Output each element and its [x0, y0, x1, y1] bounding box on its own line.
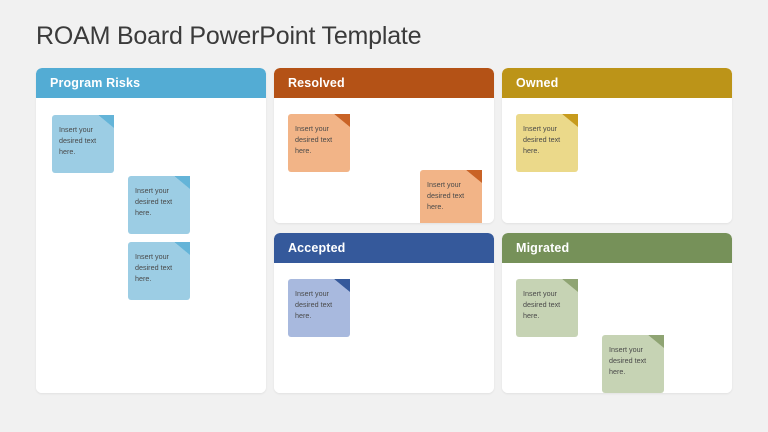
- sticky-note-text: Insert your desired text here.: [523, 124, 561, 155]
- sticky-note-surface: [128, 176, 190, 234]
- panel-resolved[interactable]: Resolved Insert your desired text here.I…: [274, 68, 494, 223]
- sticky-note-surface: [288, 114, 350, 172]
- panel-body-owned[interactable]: Insert your desired text here.: [502, 98, 732, 223]
- sticky-note-surface: [516, 279, 578, 337]
- sticky-note[interactable]: Insert your desired text here.: [128, 242, 190, 300]
- sticky-note[interactable]: Insert your desired text here.: [602, 335, 664, 393]
- panel-title-owned: Owned: [516, 76, 559, 90]
- panel-header-program-risks: Program Risks: [36, 68, 266, 98]
- sticky-note[interactable]: Insert your desired text here.: [420, 170, 482, 223]
- sticky-note[interactable]: Insert your desired text here.: [52, 115, 114, 173]
- sticky-note[interactable]: Insert your desired text here.: [288, 114, 350, 172]
- sticky-note-text: Insert your desired text here.: [135, 252, 173, 283]
- sticky-note-text: Insert your desired text here.: [523, 289, 561, 320]
- panel-title-migrated: Migrated: [516, 241, 570, 255]
- panel-header-accepted: Accepted: [274, 233, 494, 263]
- panel-title-resolved: Resolved: [288, 76, 345, 90]
- panel-program-risks[interactable]: Program Risks Insert your desired text h…: [36, 68, 266, 393]
- sticky-note-surface: [602, 335, 664, 393]
- sticky-note-text: Insert your desired text here.: [609, 345, 647, 376]
- sticky-note[interactable]: Insert your desired text here.: [516, 114, 578, 172]
- sticky-note-surface: [128, 242, 190, 300]
- sticky-note-text: Insert your desired text here.: [295, 124, 333, 155]
- sticky-note-text: Insert your desired text here.: [59, 125, 97, 156]
- page-title: ROAM Board PowerPoint Template: [36, 22, 422, 50]
- panel-header-resolved: Resolved: [274, 68, 494, 98]
- sticky-note-text: Insert your desired text here.: [427, 180, 465, 211]
- panel-title-accepted: Accepted: [288, 241, 346, 255]
- panel-migrated[interactable]: Migrated Insert your desired text here.I…: [502, 233, 732, 393]
- panel-header-migrated: Migrated: [502, 233, 732, 263]
- sticky-note-surface: [52, 115, 114, 173]
- sticky-note-text: Insert your desired text here.: [295, 289, 333, 320]
- sticky-note-surface: [420, 170, 482, 223]
- panel-owned[interactable]: Owned Insert your desired text here.: [502, 68, 732, 223]
- panel-body-accepted[interactable]: Insert your desired text here.: [274, 263, 494, 393]
- sticky-note[interactable]: Insert your desired text here.: [288, 279, 350, 337]
- panel-title-program-risks: Program Risks: [50, 76, 141, 90]
- panel-body-resolved[interactable]: Insert your desired text here. Insert you…: [274, 98, 494, 223]
- sticky-note[interactable]: Insert your desired text here.: [516, 279, 578, 337]
- panel-accepted[interactable]: Accepted Insert your desired text here.: [274, 233, 494, 393]
- panel-body-program-risks[interactable]: Insert your desired text here. Insert you…: [36, 98, 266, 393]
- sticky-note-surface: [288, 279, 350, 337]
- sticky-note-surface: [516, 114, 578, 172]
- sticky-note-text: Insert your desired text here.: [135, 186, 173, 217]
- panel-body-migrated[interactable]: Insert your desired text here. Insert you…: [502, 263, 732, 393]
- panel-header-owned: Owned: [502, 68, 732, 98]
- sticky-note[interactable]: Insert your desired text here.: [128, 176, 190, 234]
